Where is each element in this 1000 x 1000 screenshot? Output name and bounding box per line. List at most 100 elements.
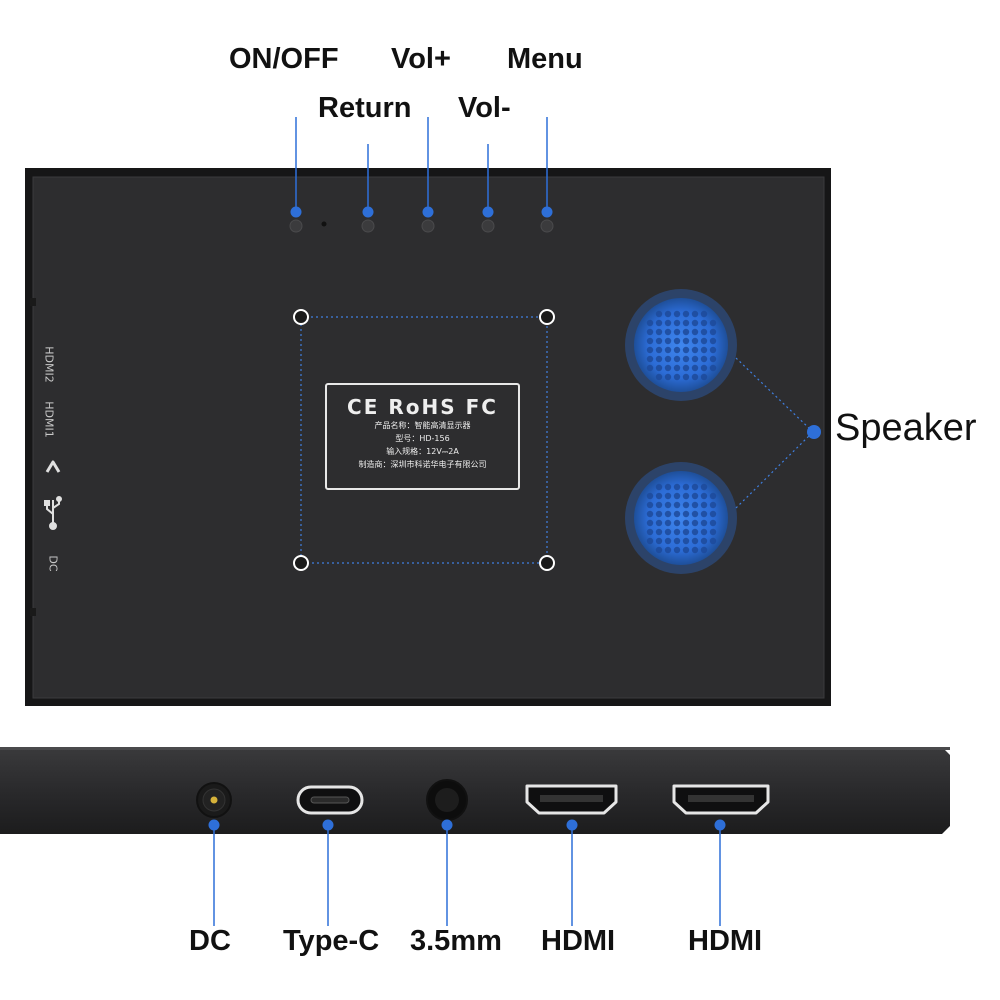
speaker-grill-hole — [655, 364, 663, 372]
callout-dot-menu — [541, 206, 553, 218]
speaker-grill-hole — [655, 501, 663, 509]
return-label: Return — [318, 92, 412, 124]
top-buttons — [289, 219, 554, 233]
vesa-screw-hole — [539, 309, 555, 325]
speaker-grill-hole — [709, 319, 717, 327]
speaker-grill-hole — [700, 328, 708, 336]
speaker-grill-hole — [646, 364, 654, 372]
callout-dot-hdmi-1 — [566, 819, 578, 831]
menu-button[interactable] — [540, 219, 554, 233]
panel-surface — [32, 176, 825, 699]
speaker-grill-hole — [700, 510, 708, 518]
speaker-grill-hole — [646, 337, 654, 345]
power-led-icon — [321, 221, 327, 227]
speaker-grill-hole — [664, 337, 672, 345]
speaker-grill-hole — [682, 501, 690, 509]
vol-minus-label: Vol- — [458, 92, 511, 124]
speaker-grill-hole — [655, 483, 663, 491]
speaker-grill-hole — [682, 492, 690, 500]
speaker-grill-hole — [709, 328, 717, 336]
callout-dot-type-c — [322, 819, 334, 831]
return-button[interactable] — [361, 219, 375, 233]
cert-input: 输入规格：12V⎓2A — [386, 447, 459, 456]
speaker-grill-hole — [700, 319, 708, 327]
speaker-grill-hole — [682, 310, 690, 318]
speaker-grill-hole — [700, 546, 708, 554]
speaker-grill-hole — [691, 355, 699, 363]
speaker-grill-hole — [700, 537, 708, 545]
speaker-grill-hole — [673, 537, 681, 545]
bottom-callouts — [208, 819, 726, 926]
speaker-grill-hole — [673, 373, 681, 381]
speaker-grill-hole — [709, 501, 717, 509]
speaker-grill-hole — [700, 501, 708, 509]
type-c-label: Type-C — [283, 925, 380, 957]
speaker-grill-hole — [655, 510, 663, 518]
speaker-grill-hole — [646, 519, 654, 527]
speaker-grill-hole — [655, 546, 663, 554]
speaker-grill-hole — [664, 364, 672, 372]
callout-dot-return — [362, 206, 374, 218]
on-off-label: ON/OFF — [229, 43, 339, 75]
hdmi-port-1-contacts — [540, 795, 603, 802]
speaker-grill-hole — [709, 364, 717, 372]
speaker-grill-hole — [682, 364, 690, 372]
speaker-grill-hole — [691, 319, 699, 327]
speaker-grill-hole — [700, 483, 708, 491]
speaker-grill-hole — [700, 519, 708, 527]
cert-logos: CE RoHS FC — [347, 395, 498, 419]
speaker-grill-hole — [655, 355, 663, 363]
dc-pin — [210, 796, 218, 804]
dc-label: DC — [189, 925, 231, 957]
speaker-grill-hole — [682, 319, 690, 327]
cert-model: 型号：HD-156 — [395, 434, 450, 443]
speaker-grill-hole — [664, 510, 672, 518]
speaker-grill-hole — [700, 373, 708, 381]
panel-notch-bottom — [30, 608, 36, 616]
speaker-grill-hole — [682, 337, 690, 345]
speaker-grill-hole — [646, 319, 654, 327]
vesa-outline — [300, 316, 548, 564]
speaker-grill-hole — [700, 364, 708, 372]
menu-label: Menu — [507, 43, 583, 75]
speaker-grill-hole — [664, 346, 672, 354]
speaker-grill-hole — [673, 364, 681, 372]
speaker-grill-hole — [673, 519, 681, 527]
hdmi-port-2-contacts — [688, 795, 754, 802]
hdmi-1-label: HDMI — [541, 925, 616, 957]
callout-dot-on-off — [290, 206, 302, 218]
speaker-grill-hole — [691, 483, 699, 491]
speaker-grill-hole — [691, 528, 699, 536]
speaker-grill-hole — [709, 355, 717, 363]
side-marking-dc: DC — [46, 555, 60, 572]
vesa-screw-hole — [539, 555, 555, 571]
speaker-grill-hole — [691, 310, 699, 318]
speaker-grill-hole — [655, 328, 663, 336]
speaker-grill-hole — [691, 373, 699, 381]
type-c-icon — [45, 460, 61, 473]
callout-dot-speaker — [807, 425, 821, 439]
speaker-grill-hole — [646, 537, 654, 545]
speaker-grill-hole — [682, 346, 690, 354]
vol-plus-button[interactable] — [421, 219, 435, 233]
speaker-grill — [646, 310, 717, 381]
speaker-grill-hole — [673, 528, 681, 536]
speaker-grill-hole — [673, 483, 681, 491]
speaker-grill-hole — [673, 328, 681, 336]
cert-product-name: 产品名称：智能高清显示器 — [374, 421, 471, 430]
speaker-grill-hole — [664, 537, 672, 545]
panel-notch-top — [30, 298, 36, 306]
on-off-button[interactable] — [289, 219, 303, 233]
speaker-grill-hole — [691, 546, 699, 554]
speaker-grill-hole — [646, 501, 654, 509]
speaker-grill-hole — [664, 492, 672, 500]
top-callouts — [290, 117, 553, 218]
type-c-tongue — [310, 796, 350, 804]
speaker-grill-hole — [673, 346, 681, 354]
callout-dot-vol-plus — [422, 206, 434, 218]
speaker-grill-hole — [691, 510, 699, 518]
speaker-grill-hole — [682, 528, 690, 536]
speaker-grill-hole — [646, 528, 654, 536]
vol-minus-button[interactable] — [481, 219, 495, 233]
